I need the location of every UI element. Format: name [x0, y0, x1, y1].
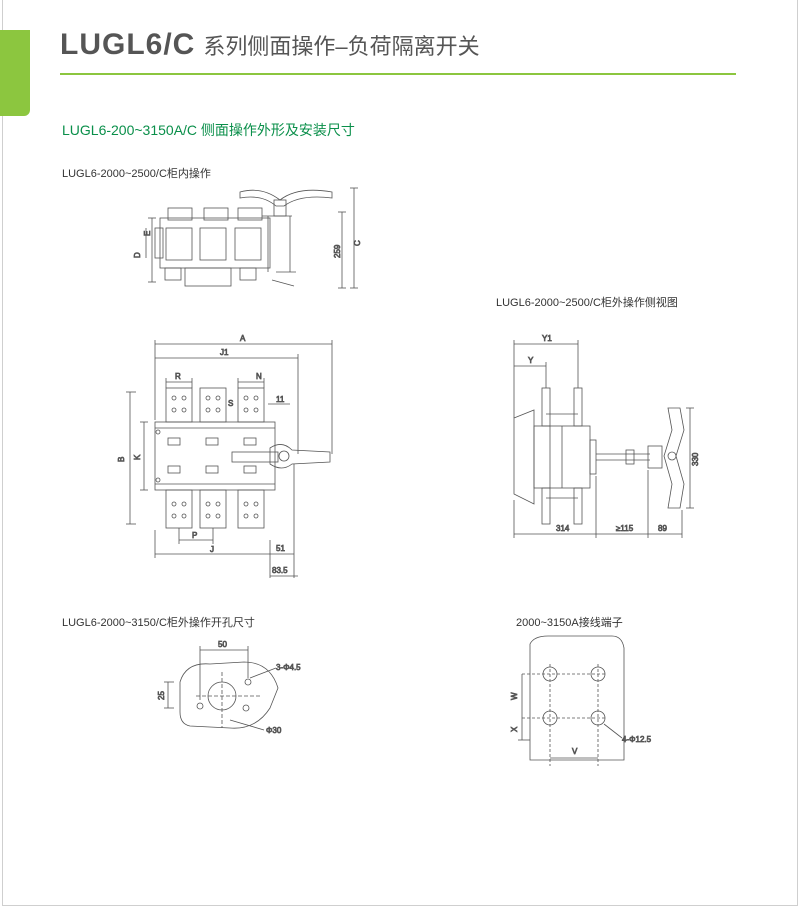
dim-fig3-dia: Φ30: [266, 726, 282, 735]
dim-fig2-89: 89: [658, 524, 667, 533]
dim-fig2-314: 314: [556, 524, 570, 533]
dim-front-b: B: [117, 457, 126, 462]
dim-front-51: 51: [276, 544, 285, 553]
dim-fig1-e: E: [143, 231, 152, 236]
drawing-fig2-side-view: [513, 340, 694, 538]
dim-fig1-259: 259: [333, 244, 342, 258]
drawing-fig4-terminal: [518, 635, 625, 766]
header-model: LUGL6/C: [60, 28, 196, 61]
dim-fig3-25: 25: [157, 691, 166, 700]
dim-fig4-holes: 4-Φ12.5: [622, 735, 652, 744]
dim-front-835: 83.5: [272, 566, 288, 575]
drawing-fig1-top-view: [145, 187, 358, 289]
dim-fig4-v: V: [572, 747, 578, 756]
caption-fig1: LUGL6-2000~2500/C柜内操作: [62, 168, 211, 180]
dim-fig2-115: ≥115: [616, 524, 634, 533]
header-subtitle: 系列侧面操作–负荷隔离开关: [203, 34, 480, 59]
dim-front-k: K: [133, 454, 142, 460]
dim-fig3-holes: 3-Φ4.5: [276, 663, 301, 672]
dim-front-j1: J1: [220, 348, 229, 357]
dim-fig2-330: 330: [691, 452, 700, 466]
caption-fig2: LUGL6-2000~2500/C柜外操作侧视图: [496, 297, 678, 309]
dim-front-r: R: [175, 372, 181, 381]
drawing-front-view: [126, 340, 333, 578]
dim-front-p: P: [192, 531, 197, 540]
dim-front-s: S: [228, 399, 233, 408]
dim-front-a: A: [240, 334, 246, 343]
section-title: LUGL6-200~3150A/C 侧面操作外形及安装尺寸: [62, 122, 355, 138]
side-tab: [0, 30, 30, 116]
header-rule: [60, 73, 736, 75]
dim-fig1-c: C: [353, 240, 362, 246]
dim-fig4-x: X: [510, 726, 519, 732]
dim-fig2-y1: Y1: [542, 334, 552, 343]
drawing-fig3-cutout: [164, 646, 279, 731]
page-header: LUGL6/C 系列侧面操作–负荷隔离开关: [60, 28, 480, 62]
dim-front-j: J: [210, 545, 214, 554]
dim-front-n: N: [256, 372, 262, 381]
dim-front-11: 11: [276, 395, 285, 404]
caption-fig3: LUGL6-2000~3150/C柜外操作开孔尺寸: [62, 617, 255, 629]
dim-fig1-d: D: [133, 252, 142, 258]
dim-fig2-y: Y: [528, 356, 534, 365]
caption-fig4: 2000~3150A接线端子: [516, 617, 623, 629]
dim-fig4-w: W: [510, 692, 519, 700]
dim-fig3-50: 50: [218, 640, 227, 649]
